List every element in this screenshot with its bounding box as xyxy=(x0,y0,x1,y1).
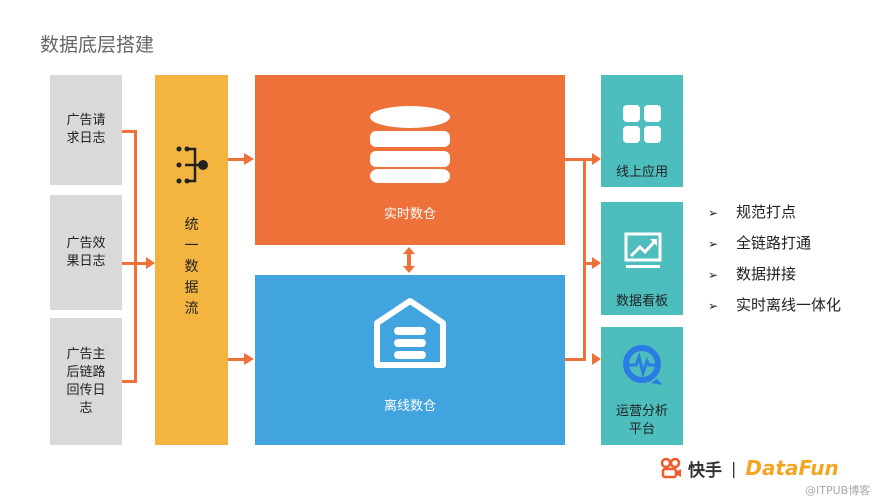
separator: | xyxy=(731,458,737,478)
connector xyxy=(122,130,136,133)
app-dashboard: 数据看板 xyxy=(601,202,683,315)
source-label: 广告主后链路回传日志 xyxy=(66,346,106,416)
app-online: 线上应用 xyxy=(601,75,683,187)
stream-label: 统一数据流 xyxy=(184,217,199,317)
bullet-text: 规范打点 xyxy=(736,203,797,221)
datafun-brand: DataFun xyxy=(745,456,839,480)
bullet-text: 全链路打通 xyxy=(736,234,812,252)
connector xyxy=(228,358,246,361)
arrow-head xyxy=(244,153,254,165)
footer-logos: 快手 | DataFun xyxy=(660,455,839,481)
offline-warehouse: 离线数仓 xyxy=(255,275,565,445)
realtime-label: 实时数仓 xyxy=(383,207,436,222)
connector xyxy=(565,358,585,361)
arrow-bullet-icon: ➢ xyxy=(708,299,719,313)
app-ops-analysis: 运营分析平台 xyxy=(601,327,683,445)
offline-label: 离线数仓 xyxy=(383,399,436,414)
arrow-head xyxy=(146,257,155,269)
bullet-item: ➢ 数据拼接 xyxy=(708,263,796,284)
arrow-head xyxy=(592,257,601,269)
realtime-warehouse: 实时数仓 xyxy=(255,75,565,245)
app-label: 运营分析平台 xyxy=(615,404,668,437)
app-label: 数据看板 xyxy=(615,294,668,309)
connector xyxy=(134,130,137,383)
connector-arrow xyxy=(134,262,148,265)
connector xyxy=(583,158,593,161)
unified-data-stream: 统一数据流 xyxy=(155,75,228,445)
kuaishou-logo-icon xyxy=(660,457,681,479)
connector xyxy=(583,158,586,361)
arrow-head xyxy=(244,353,254,365)
source-ad-request-log: 广告请求日志 xyxy=(50,75,122,185)
page-title: 数据底层搭建 xyxy=(40,34,155,56)
bullet-item: ➢ 全链路打通 xyxy=(708,232,811,253)
arrow-bullet-icon: ➢ xyxy=(708,268,719,282)
connector xyxy=(122,262,136,265)
connector xyxy=(583,262,593,265)
arrow-head xyxy=(592,153,601,165)
app-label: 线上应用 xyxy=(615,165,668,180)
bullet-text: 数据拼接 xyxy=(736,265,797,283)
connector xyxy=(565,158,585,161)
grid-icon xyxy=(623,105,661,143)
data-flow-icon xyxy=(176,146,208,184)
warehouse-icon xyxy=(374,298,446,368)
bullet-text: 实时离线一体化 xyxy=(736,296,842,314)
ops-platform-logo-icon xyxy=(623,345,663,385)
connector xyxy=(228,158,246,161)
chart-dashboard-icon xyxy=(624,232,662,268)
bullet-item: ➢ 实时离线一体化 xyxy=(708,294,841,315)
source-ad-effect-log: 广告效果日志 xyxy=(50,195,122,310)
arrow-bullet-icon: ➢ xyxy=(708,206,719,220)
bullet-item: ➢ 规范打点 xyxy=(708,201,796,222)
database-icon xyxy=(370,106,450,183)
arrow-bullet-icon: ➢ xyxy=(708,237,719,251)
source-label: 广告请求日志 xyxy=(66,113,106,146)
kuaishou-brand: 快手 xyxy=(688,460,722,481)
arrow-head xyxy=(592,353,601,365)
source-label: 广告效果日志 xyxy=(66,235,106,269)
bidirectional-arrow-icon xyxy=(403,247,415,273)
connector xyxy=(122,380,136,383)
watermark: @ITPUB博客 xyxy=(805,484,871,497)
source-advertiser-callback-log: 广告主后链路回传日志 xyxy=(50,318,122,445)
